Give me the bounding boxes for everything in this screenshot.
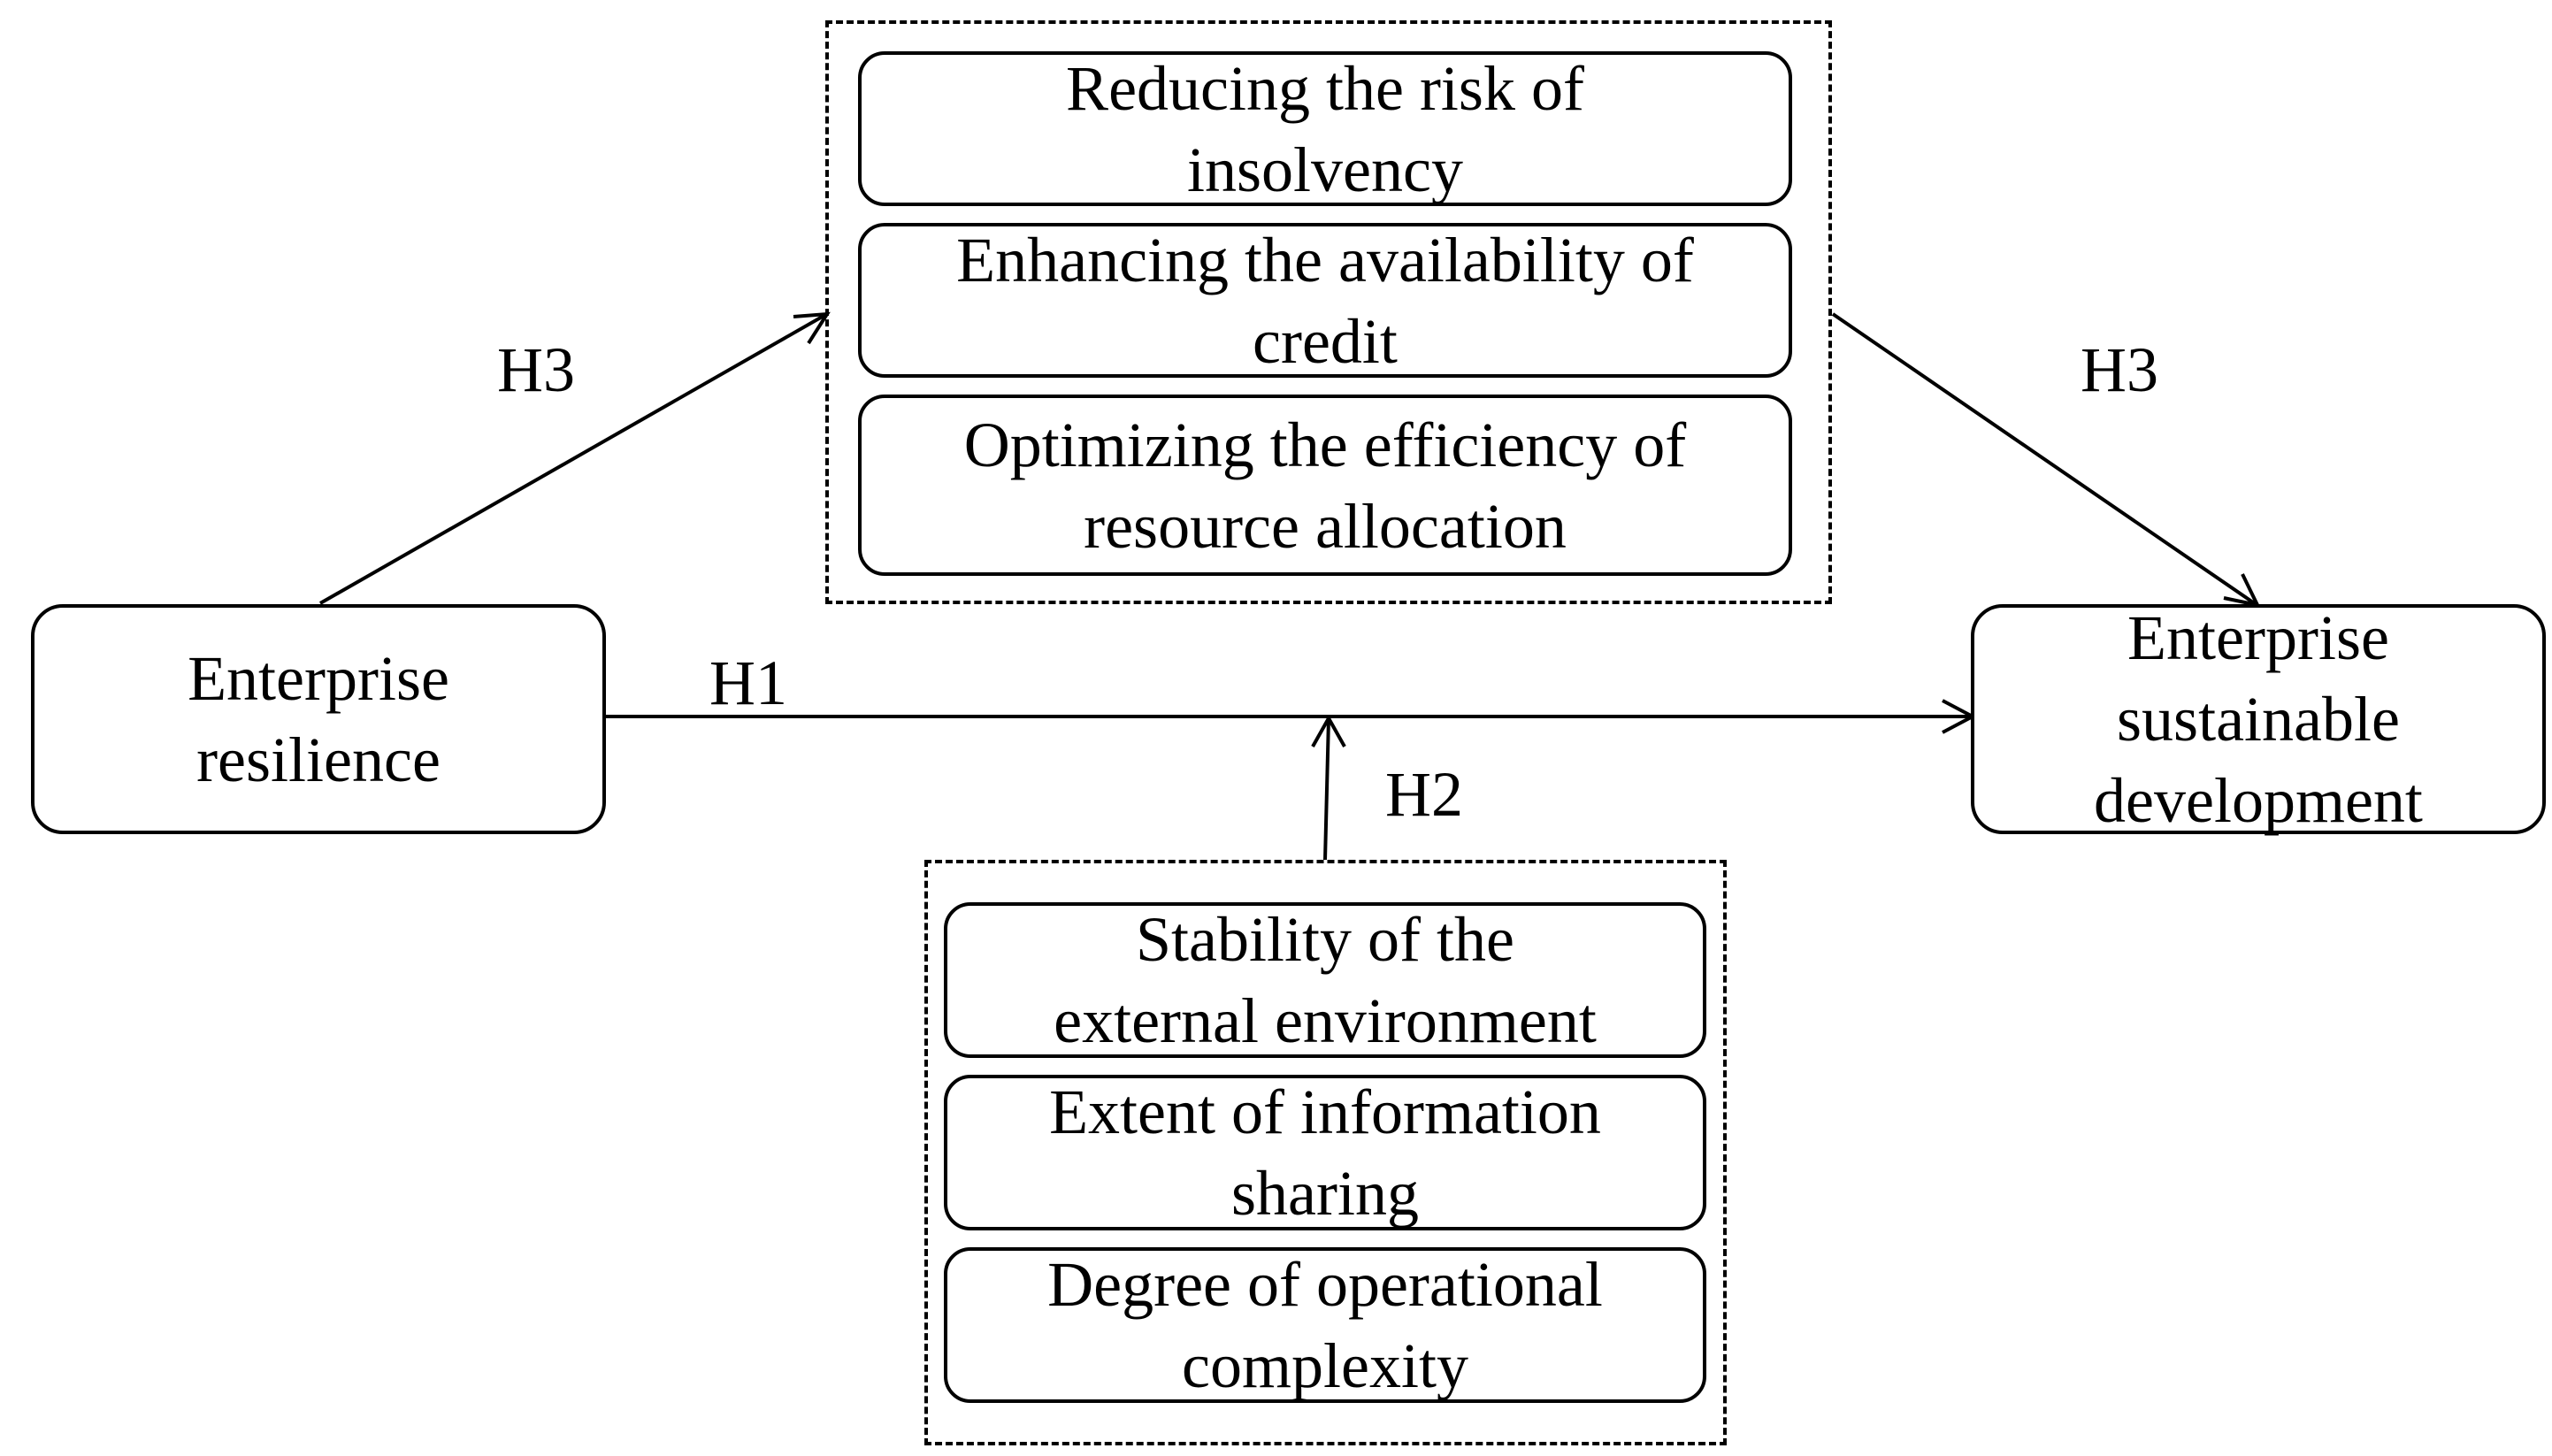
moderator-box-information-sharing: Extent of information sharing — [944, 1075, 1706, 1230]
hypothesis-label-h1: H1 — [709, 648, 787, 718]
arrow-h2 — [1323, 717, 1330, 861]
arrow-h3-left — [319, 313, 826, 605]
moderator-box-operational-complexity: Degree of operational complexity — [944, 1247, 1706, 1403]
moderator-box-environment-stability: Stability of the external environment — [944, 902, 1706, 1058]
mediator-3-line-2: resource allocation — [1084, 490, 1567, 562]
mediator-3-line-1: Optimizing the efficiency of — [963, 409, 1687, 480]
enterprise-resilience-line-1: Enterprise — [188, 643, 449, 714]
sustainable-development-line-1: Enterprise — [2127, 602, 2389, 673]
enterprise-resilience-line-2: resilience — [196, 724, 441, 795]
moderator-2-line-2: sharing — [1231, 1158, 1419, 1229]
moderator-2-line-1: Extent of information — [1049, 1077, 1601, 1147]
sustainable-development-line-3: development — [2094, 765, 2423, 836]
arrow-h3-right — [1831, 312, 2257, 606]
hypothesis-label-h3-left: H3 — [497, 334, 575, 405]
sustainable-development-line-2: sustainable — [2117, 684, 2400, 755]
mediator-group — [825, 20, 1832, 604]
hypothesis-label-h3-right: H3 — [2081, 334, 2158, 405]
mediator-box-resource-allocation: Optimizing the efficiency of resource al… — [858, 395, 1792, 576]
mediator-2-line-2: credit — [1253, 305, 1398, 377]
mediator-1-line-2: insolvency — [1187, 134, 1463, 205]
moderator-3-line-2: complexity — [1182, 1330, 1468, 1401]
moderator-3-line-1: Degree of operational — [1047, 1249, 1603, 1320]
mediator-1-line-1: Reducing the risk of — [1066, 52, 1584, 124]
enterprise-resilience-node: Enterprise resilience — [31, 604, 606, 834]
mediator-box-insolvency-risk: Reducing the risk of insolvency — [858, 51, 1792, 206]
moderator-1-line-2: external environment — [1054, 985, 1597, 1056]
mediator-2-line-1: Enhancing the availability of — [956, 224, 1694, 295]
enterprise-sustainable-development-node: Enterprise sustainable development — [1971, 602, 2546, 836]
mediator-box-credit-availability: Enhancing the availability of credit — [858, 223, 1792, 378]
arrowhead-h2 — [1311, 714, 1346, 747]
hypothesis-label-h2: H2 — [1385, 759, 1463, 830]
moderator-group — [924, 860, 1727, 1445]
moderator-1-line-1: Stability of the — [1136, 904, 1514, 975]
